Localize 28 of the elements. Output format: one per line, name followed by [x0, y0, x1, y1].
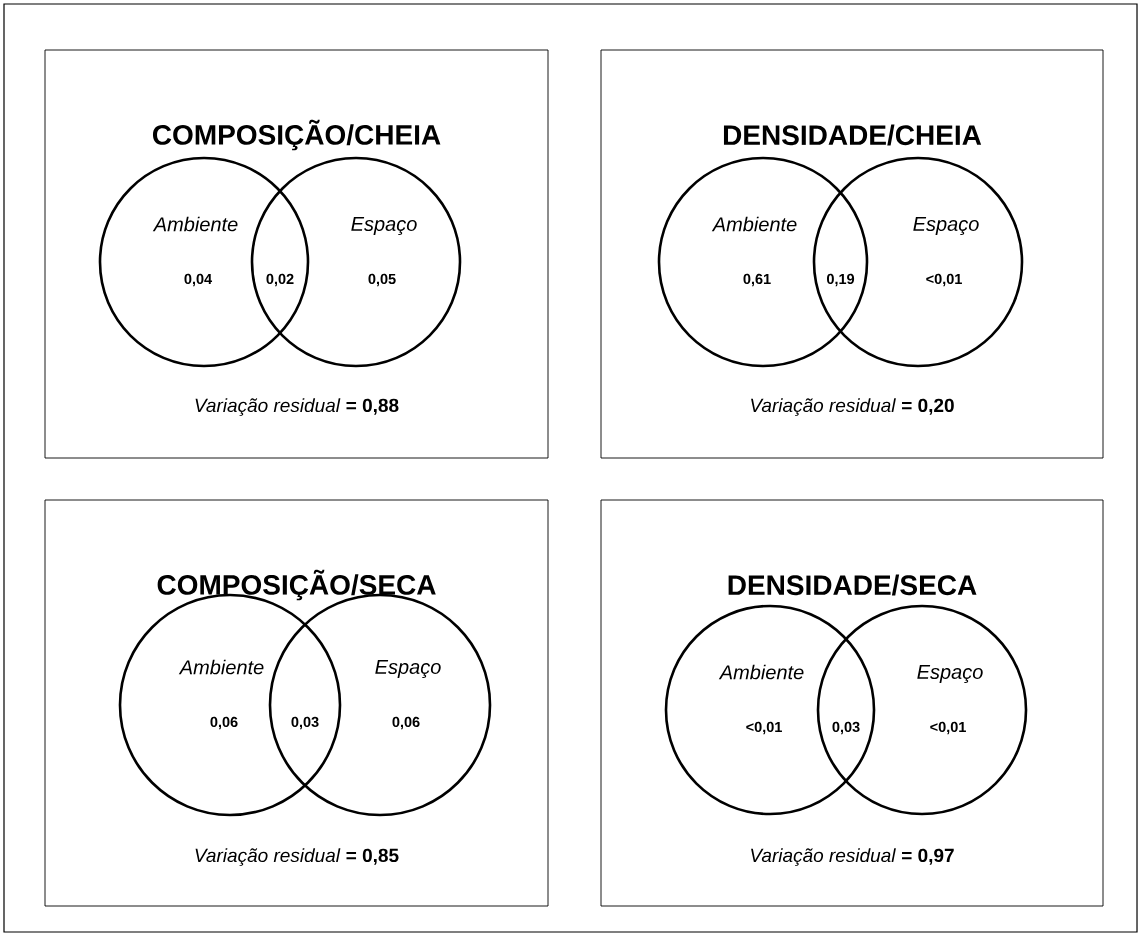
set-label: Ambiente: [718, 664, 804, 680]
residual-note: Variação residual = 0,97: [751, 848, 954, 866]
value-label: <0,01: [926, 273, 962, 287]
value-label: <0,01: [746, 721, 782, 735]
set-label: Espaço: [375, 660, 441, 678]
value-label: 0,05: [368, 273, 396, 287]
panel-title: COMPOSIÇÃO/CHEIA: [152, 119, 441, 151]
value-label: <0,01: [930, 721, 966, 735]
panel-title: DENSIDADE/SECA: [728, 574, 977, 596]
overlap-value: 0,03: [291, 716, 319, 730]
value-label: 0,61: [743, 273, 771, 287]
set-label: Espaço: [917, 665, 983, 683]
value-label: 0,04: [184, 273, 213, 287]
overlap-value: 0,19: [827, 273, 855, 287]
residual-note: Variação residual = 0,85: [195, 848, 399, 866]
value-label: 0,06: [210, 716, 238, 730]
value-label: 0,06: [392, 716, 420, 730]
set-label: Espaço: [351, 217, 417, 235]
set-label: Ambiente: [711, 216, 797, 232]
set-label: Ambiente: [152, 216, 238, 232]
set-label: Ambiente: [178, 659, 264, 675]
overlap-value: 0,03: [832, 721, 860, 735]
panel-title: DENSIDADE/CHEIA: [723, 124, 982, 146]
residual-note: Variação residual = 0,20: [751, 398, 954, 416]
set-label: Espaço: [913, 217, 979, 235]
panel-title: COMPOSIÇÃO/SECA: [157, 569, 436, 601]
residual-note: Variação residual = 0,88: [195, 398, 399, 416]
overlap-value: 0,02: [266, 273, 294, 287]
